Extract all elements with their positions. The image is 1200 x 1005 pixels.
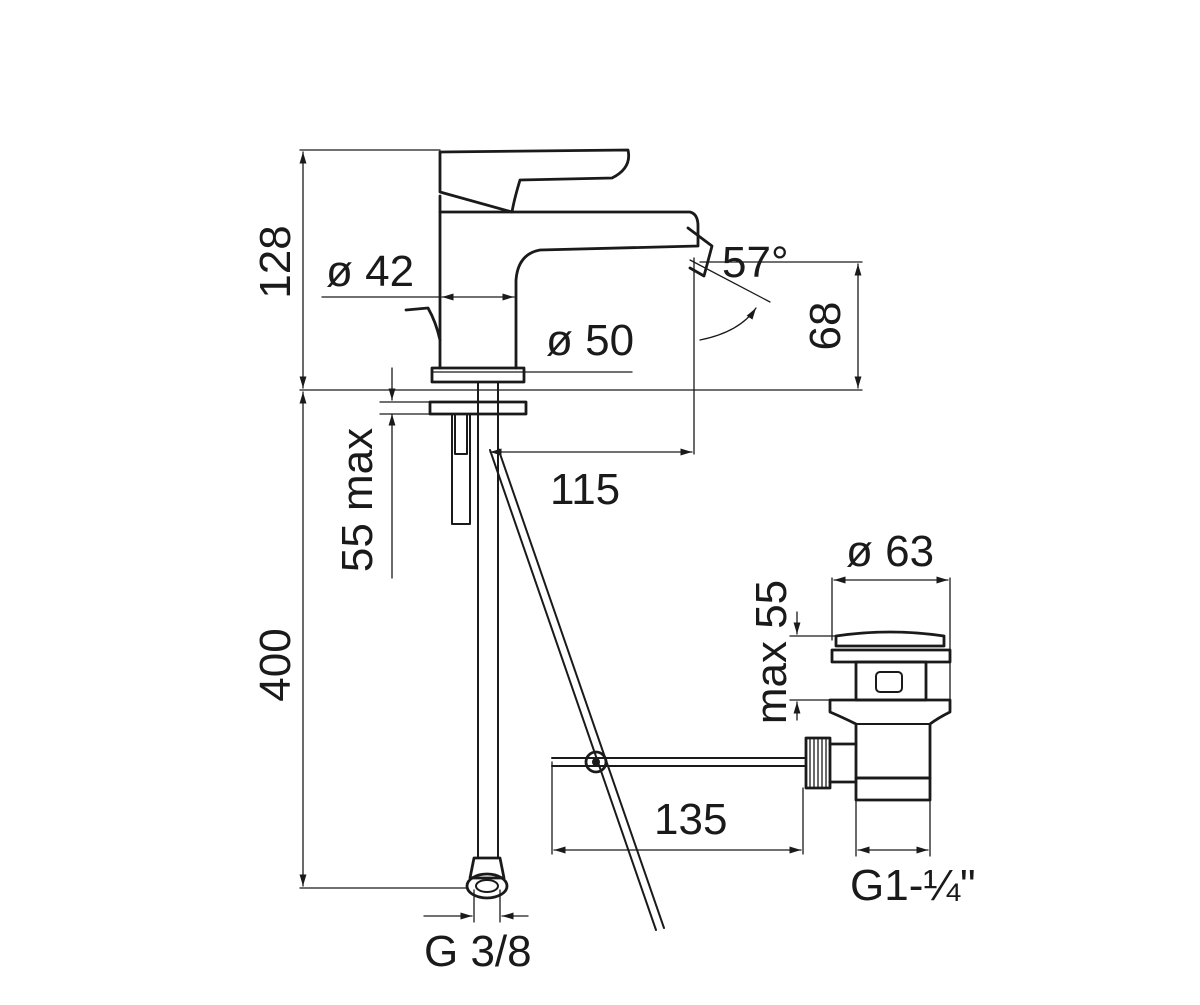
dim-spout-reach: 115 — [550, 465, 620, 514]
dim-rod-length: 135 — [654, 795, 727, 844]
dim-height-total: 128 — [251, 225, 300, 298]
dim-waste-thread: G1-¼" — [850, 861, 976, 910]
dim-hose-length: 400 — [251, 628, 300, 701]
dim-diameter-body: ø 42 — [326, 247, 414, 296]
dim-angle: 57° — [722, 238, 789, 287]
dim-diameter-waste: ø 63 — [846, 527, 934, 576]
dimension-lines — [299, 149, 951, 923]
dim-waste-max: max 55 — [747, 580, 796, 724]
braided-hose — [465, 381, 509, 900]
dim-counter-max: 55 max — [333, 428, 382, 572]
dim-diameter-base: ø 50 — [546, 316, 634, 365]
dim-height-spout: 68 — [801, 302, 850, 351]
dim-inlet-thread: G 3/8 — [424, 927, 532, 976]
waste-assembly — [804, 630, 952, 802]
